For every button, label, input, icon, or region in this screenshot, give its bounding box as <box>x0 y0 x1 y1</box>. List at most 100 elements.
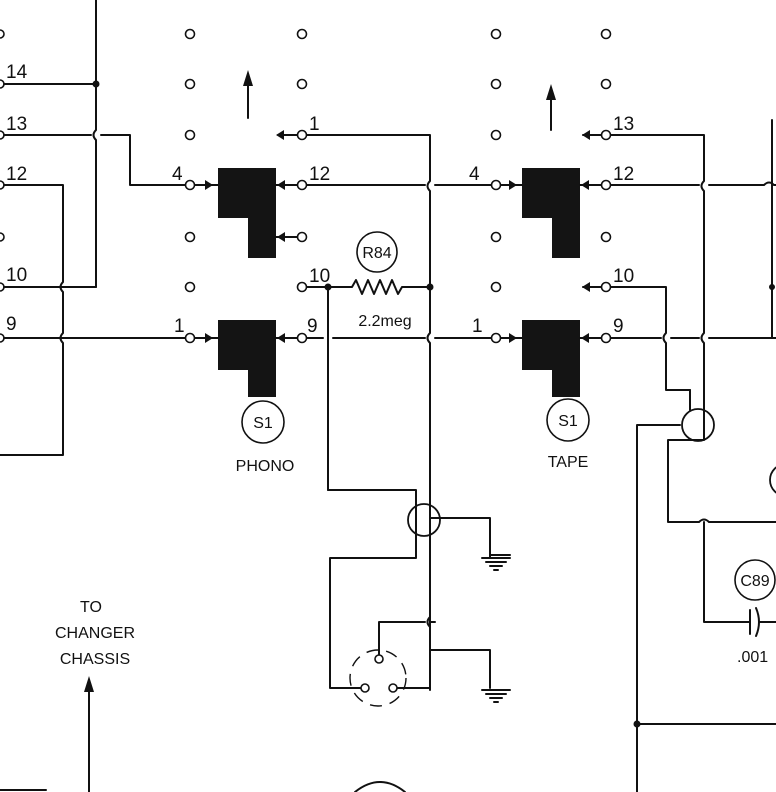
shield-and-grounds <box>407 503 511 703</box>
arrowhead <box>581 333 589 343</box>
phono-switch-designator: S1 <box>253 415 273 432</box>
phono-terminal-9 <box>296 332 308 344</box>
pin-label-phono-9: 9 <box>307 316 318 337</box>
pin-label-left-10: 10 <box>6 265 27 286</box>
pin-label-tape-1: 1 <box>472 316 483 337</box>
node <box>633 720 641 728</box>
pin-label-tape-4: 4 <box>469 164 480 185</box>
wire <box>426 616 431 628</box>
pin-label-phono-10: 10 <box>309 266 330 287</box>
resistor-r84-zigzag <box>327 279 431 295</box>
changer-chassis-note: TO CHANGER CHASSIS <box>0 599 406 792</box>
middle-wiring <box>306 134 494 691</box>
phono-terminal <box>184 28 196 40</box>
wire-13-to-phono-4 <box>3 134 189 186</box>
arrowhead <box>582 130 590 140</box>
t <box>490 332 502 344</box>
left-terminal-11 <box>0 232 5 242</box>
t <box>600 281 612 293</box>
phono-terminal <box>184 129 196 141</box>
arrowhead <box>582 282 590 292</box>
arrowhead <box>276 130 284 140</box>
wire-right-shield-vertical <box>636 424 681 792</box>
phono-terminal-grid: 4 1 1 12 10 9 S1 PHONO <box>172 28 330 475</box>
phono-arrowhead <box>243 70 253 86</box>
note-line-3: CHASSIS <box>60 651 130 668</box>
t <box>600 129 612 141</box>
phono-switch-caption: PHONO <box>236 458 295 475</box>
pin-label-phono-1-in: 1 <box>174 316 185 337</box>
t <box>490 281 502 293</box>
wire-tape12 <box>610 181 776 186</box>
tape-arrowhead <box>546 84 556 100</box>
resistor-designator: R84 <box>362 245 391 262</box>
t <box>374 654 384 664</box>
jack-outline <box>349 649 407 707</box>
wire-shield-ground <box>429 517 491 556</box>
pin-label-tape-12: 12 <box>613 164 634 185</box>
pin-label-tape-13: 13 <box>613 114 634 135</box>
arrowhead <box>277 232 285 242</box>
capacitor-designator: C89 <box>740 573 769 590</box>
t <box>600 231 612 243</box>
wire-tape13 <box>610 134 705 424</box>
phono-terminal <box>296 28 308 40</box>
wire-left-vertical <box>92 83 97 288</box>
t <box>490 129 502 141</box>
changer-arrowhead <box>84 676 94 692</box>
tape-contact-lower <box>522 320 580 397</box>
resistor-value: 2.2meg <box>358 313 411 330</box>
t <box>600 179 612 191</box>
t <box>360 683 370 693</box>
phono-terminal <box>296 231 308 243</box>
wire-jack-top <box>378 621 436 656</box>
t <box>388 683 398 693</box>
phono-contact-lower <box>218 320 276 397</box>
wire-right-loop <box>667 422 776 523</box>
t <box>600 78 612 90</box>
arrowhead <box>277 333 285 343</box>
partial-component-circle <box>769 466 776 494</box>
note-line-2: CHANGER <box>55 625 135 642</box>
ground-symbol-upper <box>481 554 511 571</box>
arrowhead <box>205 333 213 343</box>
pin-label-left-9: 9 <box>6 314 17 335</box>
phono-terminal-4 <box>184 179 196 191</box>
shielded-cable-symbol <box>407 503 441 537</box>
wire-shield-loop <box>327 489 417 689</box>
pin-label-left-12: 12 <box>6 164 27 185</box>
pin-label-phono-4: 4 <box>172 164 183 185</box>
pin-label-left-14: 14 <box>6 62 28 83</box>
phono-terminal <box>184 78 196 90</box>
wire <box>429 649 491 689</box>
phono-terminal <box>296 78 308 90</box>
t <box>490 231 502 243</box>
pin-label-phono-1-out: 1 <box>309 114 320 135</box>
t <box>600 332 612 344</box>
t <box>600 28 612 40</box>
tape-switch-designator: S1 <box>558 413 578 430</box>
arrowhead <box>205 180 213 190</box>
capacitor-value: .001 <box>737 649 768 666</box>
phono-switch-designator-circle <box>241 400 285 444</box>
partial-bottom-circle <box>354 781 406 792</box>
tape-switch-caption: TAPE <box>548 454 589 471</box>
phono-contact-upper <box>218 168 276 258</box>
capacitor-c89-plates <box>749 607 760 637</box>
arrowhead <box>509 333 517 343</box>
tape-terminal-grid: 4 1 13 12 10 9 S1 TAPE <box>469 28 634 471</box>
arrowhead <box>581 180 589 190</box>
t <box>490 28 502 40</box>
phono-jack <box>349 649 407 707</box>
phono-terminal-1-right <box>296 129 308 141</box>
phono-terminal <box>184 281 196 293</box>
pin-label-tape-9: 9 <box>613 316 624 337</box>
note-line-1: TO <box>80 599 102 616</box>
right-wiring <box>610 119 776 792</box>
wire-to-c89 <box>703 521 751 623</box>
wire-12-loop <box>0 184 64 456</box>
phono-terminal <box>184 231 196 243</box>
tape-switch-designator-circle <box>546 398 590 442</box>
capacitor-c89: C89 .001 <box>734 559 776 666</box>
